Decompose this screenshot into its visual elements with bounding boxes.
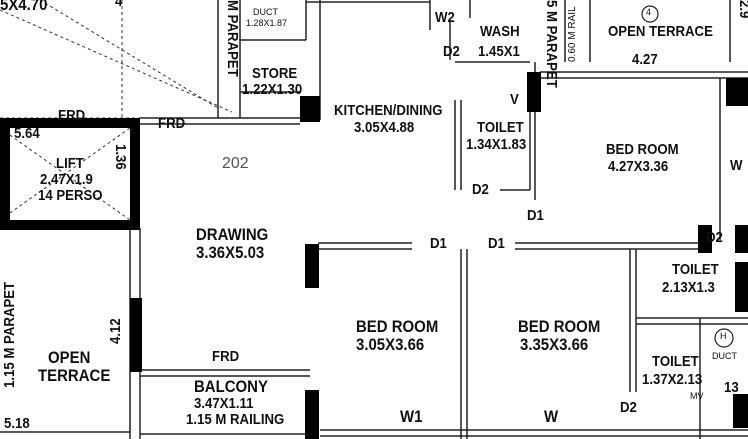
window-w1: W1 xyxy=(400,407,423,426)
lift-side-dim: 1.36 xyxy=(112,144,129,170)
terrace-left-name: OPEN xyxy=(48,348,91,367)
toilet3-dims: 1.37X2.13 xyxy=(642,371,703,388)
door-d1-b: D1 xyxy=(488,235,505,252)
lift-dims: 2.47X1.9 xyxy=(40,171,93,188)
window-right: W xyxy=(730,157,743,174)
terrace-right-dims: 4.27 xyxy=(632,51,658,68)
toilet3-name: TOILET xyxy=(652,353,699,370)
balcony-dims: 3.47X1.11 xyxy=(194,395,254,412)
drawing-dims: 3.36X5.03 xyxy=(196,243,265,262)
dim-412: 4.12 xyxy=(107,318,124,344)
door-mv: MV xyxy=(690,391,704,401)
terrace-left-name2: TERRACE xyxy=(38,366,111,385)
door-v: V xyxy=(510,91,519,108)
duct-top-name: DUCT xyxy=(253,7,278,17)
terrace-right-name: OPEN TERRACE xyxy=(608,23,713,40)
bedroom2-name: BED ROOM xyxy=(356,317,439,336)
marker-circles xyxy=(641,5,734,348)
lift-capacity: 14 PERSO xyxy=(38,187,103,204)
duct-right-marker: H xyxy=(720,331,727,341)
toilet1-dims: 1.34X1.83 xyxy=(466,136,527,153)
lift-walls xyxy=(0,118,140,230)
toilet2-dims: 2.13X1.3 xyxy=(662,279,715,296)
lift-name: LIFT xyxy=(56,155,84,172)
top-right-dim: 2.9 xyxy=(736,0,748,19)
store-dims: 1.22X1.30 xyxy=(242,81,303,98)
dotted-guides xyxy=(0,0,233,221)
toilet2-name: TOILET xyxy=(672,261,719,278)
dim-564: 5.64 xyxy=(14,125,40,142)
rail-label: 0.60 M RAIL xyxy=(567,6,578,62)
wash-name: WASH xyxy=(480,23,520,40)
door-d2-toilet: D2 xyxy=(472,181,489,198)
frd-label-2: FRD xyxy=(158,115,186,132)
balcony-railing: 1.15 M RAILING xyxy=(186,411,285,428)
balcony-name: BALCONY xyxy=(194,377,268,396)
bedroom3-name: BED ROOM xyxy=(518,317,601,336)
duct-top-dims: 1.28X1.87 xyxy=(246,18,288,28)
flat-number: 202 xyxy=(222,155,249,172)
door-d2-bottom: D2 xyxy=(620,399,637,416)
dim-518: 5.18 xyxy=(4,415,30,432)
drawing-name: DRAWING xyxy=(196,225,269,244)
duct-right-name: DUCT xyxy=(712,351,737,361)
toilet1-name: TOILET xyxy=(477,119,524,136)
dim-13-right: 13 xyxy=(724,379,739,396)
terrace-marker: 4 xyxy=(646,7,652,17)
wash-dims: 1.45X1 xyxy=(478,43,520,60)
bedroom1-dims: 4.27X3.36 xyxy=(608,158,669,175)
top-left-dim: 5X4.70 xyxy=(0,0,48,14)
store-name: STORE xyxy=(252,65,298,82)
kitchen-dims: 3.05X4.88 xyxy=(354,119,415,136)
top-small-dim: 4 xyxy=(115,0,123,10)
frd-label-3: FRD xyxy=(212,348,240,365)
frd-label-1: FRD xyxy=(58,107,86,124)
window-w-bottom: W xyxy=(544,407,559,426)
kitchen-name: KITCHEN/DINING xyxy=(334,102,443,119)
door-d2-right: D2 xyxy=(706,229,723,246)
bedroom3-dims: 3.35X3.66 xyxy=(520,335,589,354)
bedroom2-dims: 3.05X3.66 xyxy=(356,335,425,354)
bedroom1-name: BED ROOM xyxy=(606,141,679,158)
parapet-top-label: M PARAPET xyxy=(224,0,241,77)
door-w2: W2 xyxy=(435,9,455,26)
door-d1-a: D1 xyxy=(430,235,447,252)
parapet-left-label: 1.15 M PARAPET xyxy=(1,281,18,388)
columns xyxy=(130,72,748,439)
parapet-right-label: 5 M PARAPET xyxy=(543,0,560,88)
door-d2-wash: D2 xyxy=(443,43,460,60)
door-d1-bed1: D1 xyxy=(527,207,544,224)
